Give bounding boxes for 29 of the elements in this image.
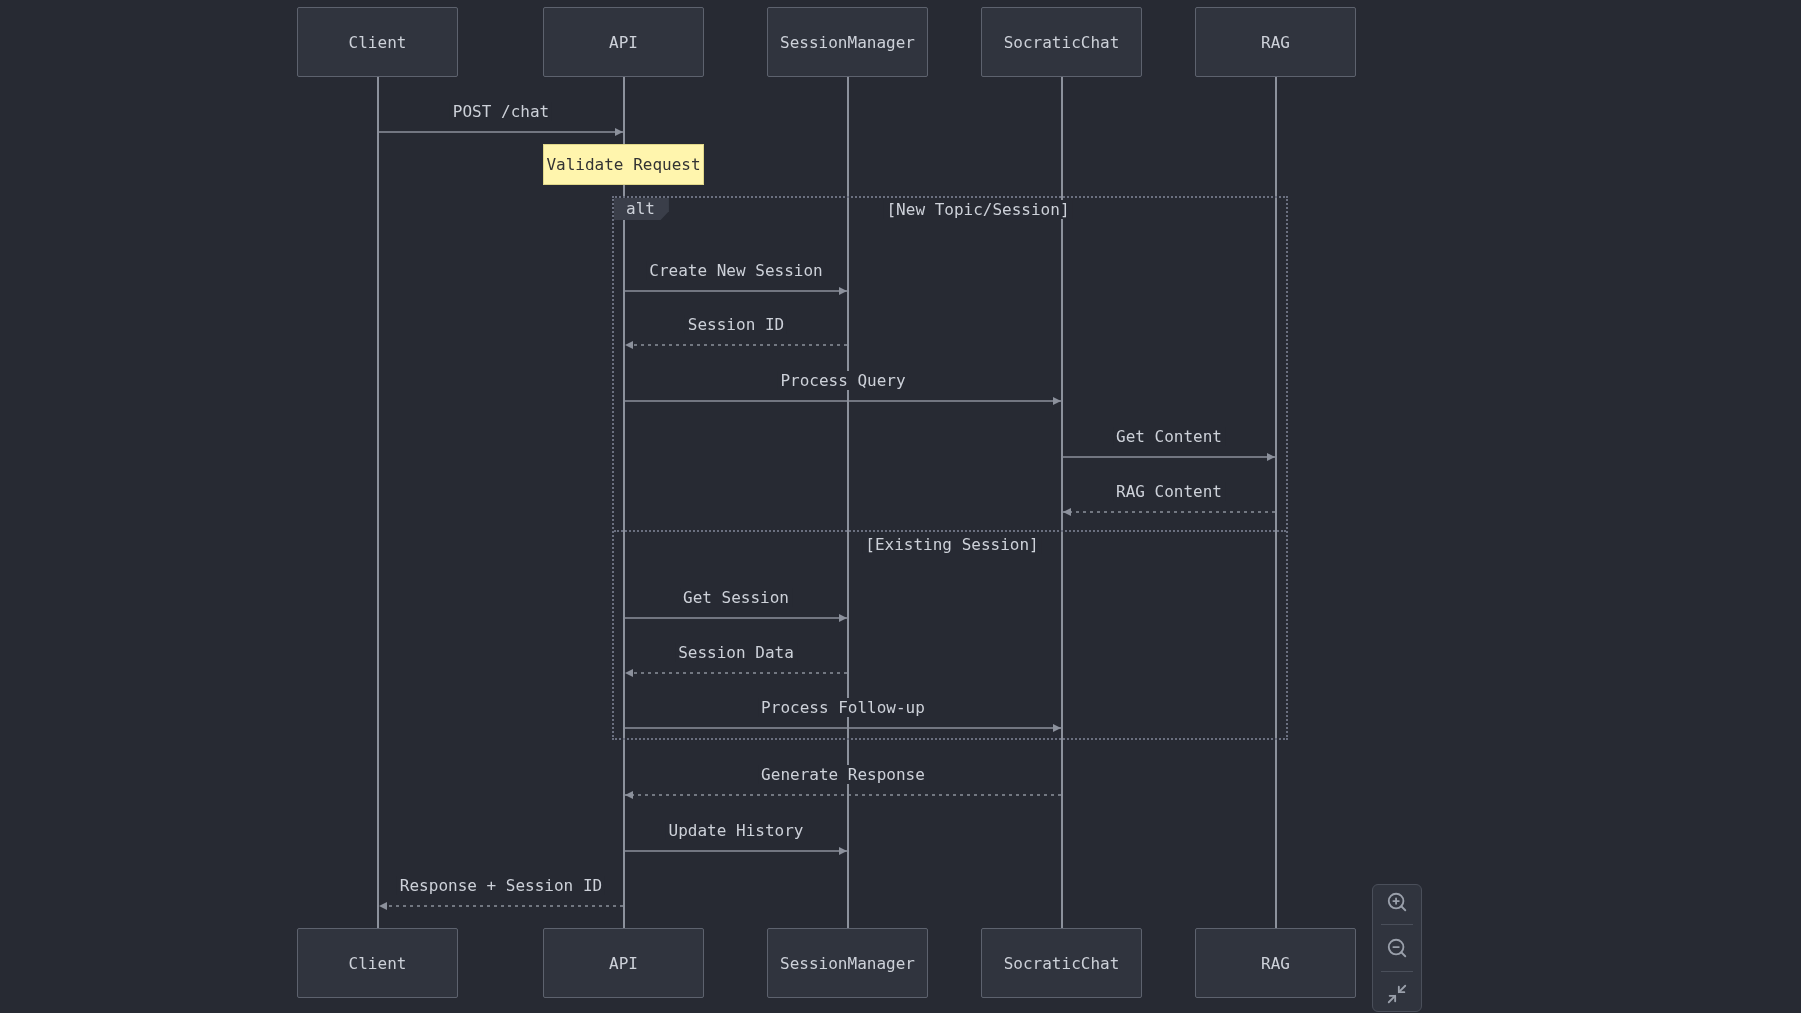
participant-box: Client: [297, 7, 458, 77]
lifeline: [377, 77, 379, 928]
message-arrow: [624, 614, 848, 622]
message-arrow: [624, 724, 1062, 732]
participant-box: SessionManager: [767, 928, 928, 998]
participant-box: API: [543, 928, 704, 998]
message-arrow: [624, 847, 848, 855]
reply-arrow: [624, 341, 848, 349]
participant-box: API: [543, 7, 704, 77]
lifeline: [1275, 77, 1277, 928]
message-arrow: [624, 287, 848, 295]
participant-box: RAG: [1195, 928, 1356, 998]
lifeline: [847, 77, 849, 928]
message-arrow: [378, 128, 624, 136]
note: Validate Request: [543, 144, 704, 185]
reply-arrow: [624, 791, 1062, 799]
reply-arrow: [1062, 508, 1276, 516]
reply-arrow: [624, 669, 848, 677]
frame-tab: alt: [614, 198, 669, 220]
participant-box: Client: [297, 928, 458, 998]
participant-box: SocraticChat: [981, 7, 1142, 77]
lifeline: [623, 77, 625, 928]
lifeline: [1061, 77, 1063, 928]
reply-arrow: [378, 902, 624, 910]
message-arrow: [1062, 453, 1276, 461]
message-arrow: [624, 397, 1062, 405]
participant-box: SocraticChat: [981, 928, 1142, 998]
participant-box: SessionManager: [767, 7, 928, 77]
participant-box: RAG: [1195, 7, 1356, 77]
